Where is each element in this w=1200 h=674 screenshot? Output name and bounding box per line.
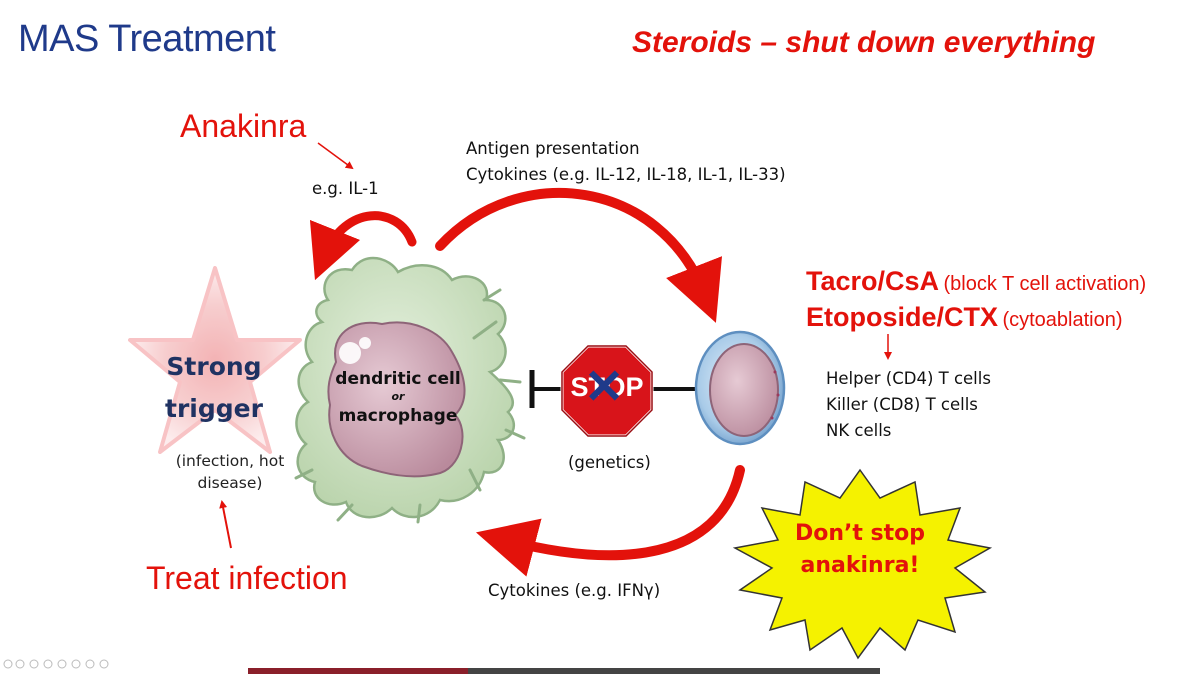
anakinra-pointer bbox=[317, 142, 354, 170]
tcell-type-item: NK cells bbox=[826, 421, 892, 440]
anakinra-label: Anakinra bbox=[180, 108, 307, 144]
cytokine-return-arrow bbox=[475, 465, 745, 577]
etoposide-note: (cytoablation) bbox=[1002, 309, 1123, 331]
strong-trigger-label: Strong trigger bbox=[150, 346, 278, 430]
trigger-note: (infection, hot disease) bbox=[160, 450, 300, 494]
stop-cross-icon: ✕ bbox=[584, 361, 625, 414]
tacro-note: (block T cell activation) bbox=[943, 273, 1147, 295]
tacro-line: Tacro/CsA (block T cell activation) bbox=[806, 264, 1146, 303]
slide-toolbar[interactable] bbox=[3, 659, 109, 669]
macrophage-vesicle bbox=[339, 342, 361, 364]
tcell-type-list: Helper (CD4) T cells Killer (CD8) T cell… bbox=[826, 366, 991, 444]
slide-title: MAS Treatment bbox=[18, 18, 276, 60]
video-progress-bar bbox=[248, 668, 880, 674]
macrophage-text: macrophage bbox=[338, 406, 458, 426]
cytokines-top-label: Cytokines (e.g. IL-12, IL-18, IL-1, IL-3… bbox=[466, 165, 786, 184]
il1-autocrine-arrow bbox=[309, 211, 417, 281]
t-cell bbox=[694, 330, 786, 446]
strong-trigger-line: trigger bbox=[165, 394, 263, 423]
tcell-type-item: Helper (CD4) T cells bbox=[826, 369, 991, 388]
etoposide-drug: Etoposide/CTX bbox=[806, 302, 999, 332]
dont-stop-burst bbox=[732, 468, 993, 660]
or-text: or bbox=[391, 390, 405, 403]
steroids-heading: Steroids – shut down everything bbox=[632, 26, 1096, 59]
dont-stop-anakinra-label: Don’t stop anakinra! bbox=[770, 518, 950, 582]
treat-infection-pointer bbox=[219, 500, 232, 549]
tcell-type-item: Killer (CD8) T cells bbox=[826, 395, 978, 414]
il1-label: e.g. IL-1 bbox=[312, 179, 379, 198]
antigen-presentation-arrow bbox=[435, 187, 722, 323]
macrophage-label: dendritic cell or macrophage bbox=[330, 368, 466, 428]
cytokines-bottom-label: Cytokines (e.g. IFNγ) bbox=[488, 581, 661, 600]
trigger-note-line: (infection, hot bbox=[175, 452, 285, 470]
trigger-star bbox=[128, 266, 302, 454]
tacro-drug: Tacro/CsA bbox=[806, 266, 940, 296]
strong-trigger-line: Strong bbox=[166, 352, 262, 381]
stop-sign bbox=[560, 344, 654, 438]
treat-infection-label: Treat infection bbox=[146, 560, 348, 596]
video-progress-fill bbox=[248, 668, 468, 674]
macrophage-vesicle bbox=[359, 337, 371, 349]
macrophage-nucleus bbox=[327, 321, 466, 478]
dendritic-text: dendritic cell bbox=[335, 369, 461, 389]
stop-sign-text: STOP bbox=[570, 372, 644, 402]
antigen-presentation-label: Antigen presentation bbox=[466, 139, 640, 158]
etoposide-line: Etoposide/CTX (cytoablation) bbox=[806, 300, 1123, 339]
dont-stop-line: Don’t stop bbox=[794, 521, 926, 546]
genetics-label: (genetics) bbox=[568, 453, 651, 472]
trigger-note-line: disease) bbox=[197, 474, 263, 492]
dont-stop-line: anakinra! bbox=[800, 553, 920, 578]
